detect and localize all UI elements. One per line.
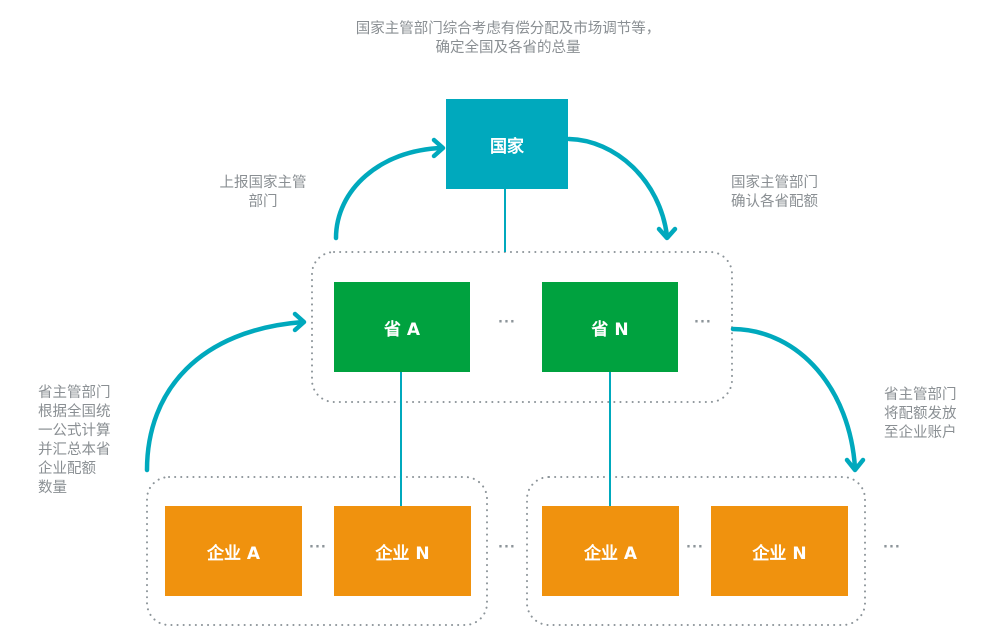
group2-enterprise-n-node: 企业 N xyxy=(711,506,848,596)
top-note: 国家主管部门综合考虑有偿分配及市场调节等， 确定全国及各省的总量 xyxy=(355,21,661,56)
distribute-note: 省主管部门 将配额发放 至企业账户 xyxy=(884,387,957,441)
curved-arrow-icon xyxy=(333,137,446,241)
enterprise-group-2-container xyxy=(526,476,866,626)
trailing-ellipsis: ··· xyxy=(883,540,901,555)
province-ellipsis-middle: ··· xyxy=(498,315,516,330)
curved-arrow-icon xyxy=(566,136,678,241)
curved-arrow-icon xyxy=(144,311,307,473)
country-node: 国家 xyxy=(446,99,568,189)
confirm-quota-note: 国家主管部门 确认各省配额 xyxy=(731,175,818,210)
group2-enterprise-a-node: 企业 A xyxy=(542,506,679,596)
enterprise-group-1-container xyxy=(146,476,488,626)
group1-enterprise-ellipsis: ··· xyxy=(309,540,327,555)
report-up-note: 上报国家主管 部门 xyxy=(219,175,307,210)
province-a-node: 省 A xyxy=(334,282,470,372)
group2-enterprise-ellipsis: ··· xyxy=(686,540,704,555)
group1-enterprise-n-node: 企业 N xyxy=(334,506,471,596)
curved-arrow-icon xyxy=(730,326,866,473)
province-ellipsis-right: ··· xyxy=(694,315,712,330)
group1-enterprise-a-node: 企业 A xyxy=(165,506,302,596)
groups-between-ellipsis: ··· xyxy=(498,540,516,555)
province-n-node: 省 N xyxy=(542,282,678,372)
province-calc-note: 省主管部门 根据全国统 一公式计算 并汇总本省 企业配额 数量 xyxy=(38,385,111,496)
